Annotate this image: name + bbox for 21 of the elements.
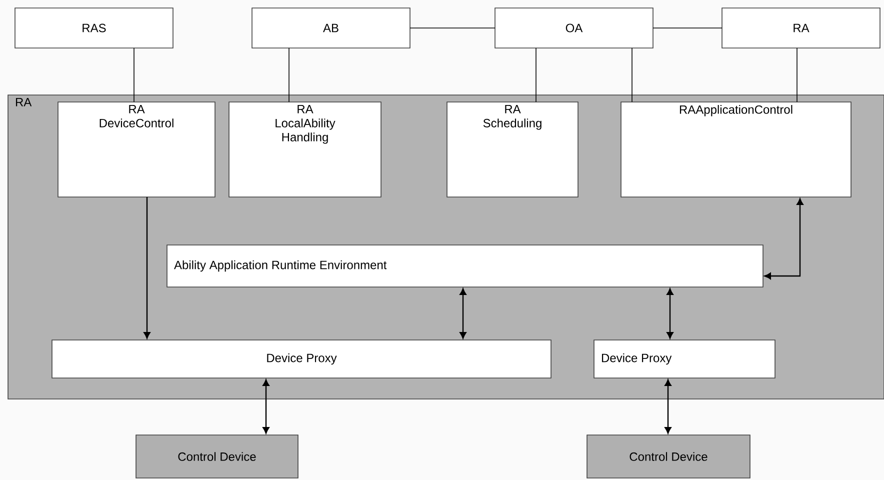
arrow: [262, 379, 270, 434]
device-box: Control Device: [136, 434, 298, 478]
component-box: RA Scheduling: [446, 102, 578, 198]
arrow: [460, 288, 466, 339]
arrow: [666, 288, 674, 339]
connector-line: [796, 48, 798, 102]
component-box: RAApplicationControl: [620, 102, 852, 198]
device-box: Control Device: [586, 434, 750, 478]
component-box: Device Proxy: [594, 340, 776, 378]
arrow: [144, 197, 150, 339]
connector-line: [288, 48, 290, 102]
arrow: [764, 198, 804, 280]
component-box: Ability Application Runtime Environment: [166, 244, 764, 288]
arrow: [664, 379, 672, 434]
component-box: Device Proxy: [52, 340, 552, 378]
box: AB: [252, 8, 410, 48]
box: OA: [494, 8, 654, 48]
box: RAS: [14, 8, 174, 48]
component-box: RA DeviceControl: [58, 102, 216, 198]
component-box: RA LocalAbility Handling: [228, 102, 382, 198]
box: RA: [722, 8, 880, 48]
